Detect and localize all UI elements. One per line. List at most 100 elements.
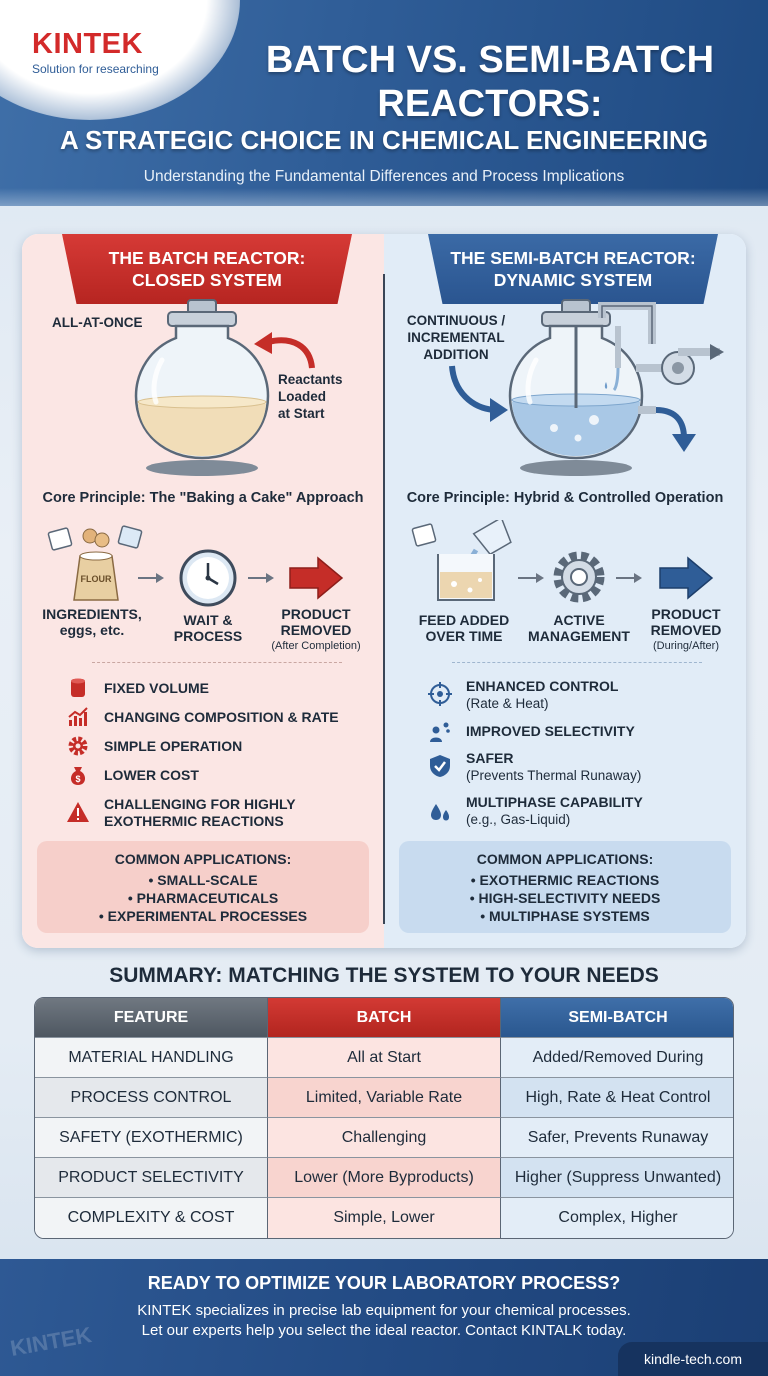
feature-sub: (Prevents Thermal Runaway) <box>466 768 642 783</box>
flow-step-line1: WAIT & <box>183 612 233 628</box>
batch-feature-5: CHALLENGING FOR HIGHLY EXOTHERMIC REACTI… <box>104 796 296 830</box>
flow-step-line1: ACTIVE <box>553 612 605 628</box>
flow-arrow-icon <box>248 573 274 583</box>
table-cell: SAFETY (EXOTHERMIC) <box>35 1118 268 1158</box>
red-arrow-icon <box>289 556 344 600</box>
column-divider <box>383 274 385 924</box>
semibatch-separator <box>452 662 702 663</box>
gear-icon <box>553 551 605 603</box>
semibatch-ribbon-line1: THE SEMI-BATCH REACTOR: <box>450 248 696 268</box>
semibatch-ribbon-line2: DYNAMIC SYSTEM <box>493 270 653 290</box>
semibatch-feature-3: SAFER (Prevents Thermal Runaway) <box>466 750 641 784</box>
warning-icon <box>67 802 89 822</box>
comparison-card: THE BATCH REACTOR: CLOSED SYSTEM THE SEM… <box>22 234 746 948</box>
batch-feature-3: SIMPLE OPERATION <box>104 738 243 754</box>
logo-tagline: Solution for researching <box>32 62 159 76</box>
reactants-line1: Reactants <box>278 372 343 387</box>
flow-step-line2: OVER TIME <box>425 628 503 644</box>
semibatch-flow-step-3: PRODUCT REMOVED (During/After) <box>630 606 742 654</box>
summary-title: SUMMARY: MATCHING THE SYSTEM TO YOUR NEE… <box>109 964 659 987</box>
semibatch-feature-4: MULTIPHASE CAPABILITY (e.g., Gas-Liquid) <box>466 794 643 828</box>
batch-separator <box>92 662 342 663</box>
table-cell: Higher (Suppress Unwanted) <box>501 1158 733 1198</box>
table-cell: Limited, Variable Rate <box>268 1078 501 1118</box>
apps-title: COMMON APPLICATIONS: <box>114 851 292 867</box>
flow-step-line1: PRODUCT <box>281 606 351 622</box>
website-link[interactable]: kindle-tech.com <box>618 1342 768 1376</box>
addition-line2: INCREMENTAL <box>407 330 505 345</box>
logo-name: KINTEK <box>32 28 143 60</box>
flow-step-line1: PRODUCT <box>651 606 721 622</box>
table-header-row: FEATURE BATCH SEMI-BATCH <box>35 998 733 1038</box>
flow-arrow-icon <box>616 573 642 583</box>
footer-title: READY TO OPTIMIZE YOUR LABORATORY PROCES… <box>147 1273 621 1293</box>
flow-step-line2: REMOVED <box>280 622 352 638</box>
batch-ribbon: THE BATCH REACTOR: CLOSED SYSTEM <box>62 234 352 304</box>
table-row: PRODUCT SELECTIVITY Lower (More Byproduc… <box>35 1158 733 1198</box>
batch-feature-1: FIXED VOLUME <box>104 680 210 696</box>
flow-step-line2: eggs, etc. <box>59 622 125 638</box>
apps-item: • HIGH-SELECTIVITY NEEDS <box>469 890 661 906</box>
footer-text: KINTEK specializes in precise lab equipm… <box>0 1301 768 1341</box>
feature-title: MULTIPHASE CAPABILITY <box>466 794 643 810</box>
addition-label: CONTINUOUS / INCREMENTAL ADDITION <box>404 312 508 363</box>
apps-item: • PHARMACEUTICALS <box>127 890 279 906</box>
blue-arrow-icon <box>659 556 714 600</box>
batch-flow-step-3: PRODUCT REMOVED (After Completion) <box>260 606 372 654</box>
feed-arrow-icon <box>449 365 508 422</box>
table-row: COMPLEXITY & COST Simple, Lower Complex,… <box>35 1198 733 1238</box>
money-bag-icon: $ <box>70 767 86 785</box>
batch-flow-step-2: WAIT & PROCESS <box>160 612 256 644</box>
table-row: MATERIAL HANDLING All at Start Added/Rem… <box>35 1038 733 1078</box>
feature-title: SAFER <box>466 750 514 766</box>
flow-step-line2: PROCESS <box>173 628 243 644</box>
batch-feature-4: LOWER COST <box>104 767 199 783</box>
gear-icon <box>68 736 88 756</box>
clock-icon <box>179 549 237 607</box>
semibatch-applications: COMMON APPLICATIONS: • EXOTHERMIC REACTI… <box>399 841 731 933</box>
flow-step-note: (During/After) <box>652 640 720 652</box>
table-row: PROCESS CONTROL Limited, Variable Rate H… <box>35 1078 733 1118</box>
reactants-label: Reactants Loaded at Start <box>278 371 343 422</box>
reactants-line2: Loaded <box>278 389 327 404</box>
flour-label: FLOUR <box>81 574 112 584</box>
feature-sub: (e.g., Gas-Liquid) <box>466 812 571 827</box>
apps-item: • EXPERIMENTAL PROCESSES <box>98 908 308 924</box>
table-cell: Safer, Prevents Runaway <box>501 1118 733 1158</box>
table-cell: PROCESS CONTROL <box>35 1078 268 1118</box>
target-control-icon <box>428 682 452 706</box>
table-cell: Simple, Lower <box>268 1198 501 1238</box>
kintek-logo[interactable]: KINTEK Solution for researching <box>32 28 159 77</box>
page-title: BATCH VS. SEMI-BATCH REACTORS: <box>265 39 715 125</box>
batch-applications: COMMON APPLICATIONS: • SMALL-SCALE • PHA… <box>37 841 369 933</box>
batch-ribbon-line2: CLOSED SYSTEM <box>132 270 282 290</box>
table-cell: Challenging <box>268 1118 501 1158</box>
table-cell: PRODUCT SELECTIVITY <box>35 1158 268 1198</box>
semibatch-ribbon: THE SEMI-BATCH REACTOR: DYNAMIC SYSTEM <box>428 234 718 304</box>
flow-step-line1: INGREDIENTS, <box>42 606 142 622</box>
footer-text-line2: Let our experts help you select the idea… <box>141 1322 627 1339</box>
table-cell: Added/Removed During <box>501 1038 733 1078</box>
batch-ribbon-line1: THE BATCH REACTOR: <box>108 248 306 268</box>
ingredients-icon: FLOUR <box>47 525 143 601</box>
flow-step-line2: REMOVED <box>650 622 722 638</box>
page-subtitle: Understanding the Fundamental Difference… <box>143 168 625 185</box>
table-cell: COMPLEXITY & COST <box>35 1198 268 1238</box>
chart-trend-icon <box>68 707 88 726</box>
summary-table: FEATURE BATCH SEMI-BATCH MATERIAL HANDLI… <box>34 997 734 1239</box>
semibatch-feature-2: IMPROVED SELECTIVITY <box>466 723 635 739</box>
feature-sub: EXOTHERMIC REACTIONS <box>104 813 284 829</box>
table-cell: All at Start <box>268 1038 501 1078</box>
flow-step-line1: FEED ADDED <box>418 612 510 628</box>
table-header-cell: BATCH <box>268 998 501 1038</box>
table-cell: Complex, Higher <box>501 1198 733 1238</box>
flow-step-line2: MANAGEMENT <box>528 628 630 644</box>
flow-arrow-icon <box>518 573 544 583</box>
droplets-icon <box>431 804 449 821</box>
table-cell: MATERIAL HANDLING <box>35 1038 268 1078</box>
semibatch-principle: Core Principle: Hybrid & Controlled Oper… <box>406 490 724 506</box>
feature-sub: (Rate & Heat) <box>466 696 549 711</box>
all-at-once-label: ALL-AT-ONCE <box>52 315 143 330</box>
svg-text:$: $ <box>75 774 80 784</box>
feed-beaker-icon <box>411 520 512 601</box>
